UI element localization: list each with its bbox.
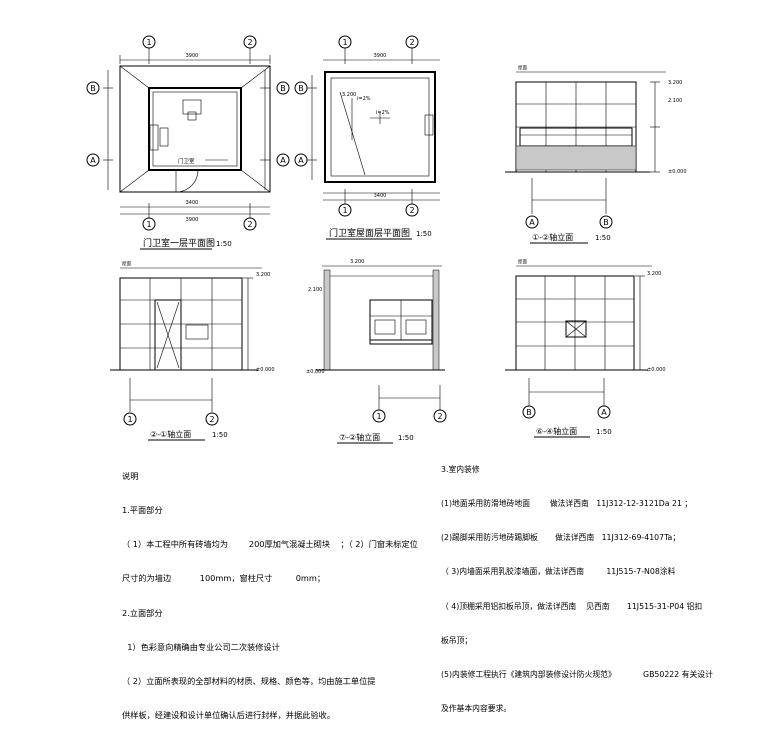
svg-text:3900: 3900 xyxy=(186,217,199,223)
svg-text:3.200: 3.200 xyxy=(256,272,270,278)
note-line: (2)踢脚采用防污地砖踢脚板 做法详西南 11J312-69-4107Ta； xyxy=(441,533,681,543)
elev4-title: ⑥-④轴立面 xyxy=(536,426,577,436)
svg-text:1: 1 xyxy=(376,412,381,421)
svg-text:屋面: 屋面 xyxy=(518,65,527,71)
room-label: 门卫室 xyxy=(178,157,195,165)
first-floor-plan: 1 2 1 2 B A B A 门卫室 3900 3400 xyxy=(86,35,290,250)
note-line: （ 3)内墙面采用乳胶漆墙面，做法详西南 11J515-7-N08涂料 xyxy=(441,567,676,577)
svg-text:屋面: 屋面 xyxy=(518,259,527,265)
axis-bubble-1-roof-top: 1 xyxy=(342,38,347,47)
note-line: 1）色彩意向精确由专业公司二次装修设计 xyxy=(122,641,280,652)
notes-heading: 3.室内装修 xyxy=(441,464,480,474)
svg-text:3900: 3900 xyxy=(186,53,199,59)
axis-bubble-2-roof-top: 2 xyxy=(409,38,414,47)
elevation-4: 屋面 3.200 ±0.000 B A ⑥-④轴立面 1:50 xyxy=(505,259,666,438)
svg-text:屋面: 屋面 xyxy=(122,261,131,267)
svg-text:A: A xyxy=(529,218,535,227)
svg-text:i=2%: i=2% xyxy=(376,110,390,116)
plan2-scale: 1:50 xyxy=(416,230,432,238)
svg-text:2: 2 xyxy=(209,415,214,424)
svg-text:±0.000: ±0.000 xyxy=(256,367,275,373)
svg-text:3400: 3400 xyxy=(374,193,387,199)
drawing-sheet: 1 2 1 2 B A B A 门卫室 3900 3400 xyxy=(86,35,687,444)
svg-text:±0.000: ±0.000 xyxy=(306,369,325,375)
svg-text:3400: 3400 xyxy=(186,200,199,206)
svg-text:±0.000: ±0.000 xyxy=(647,367,666,373)
elev4-scale: 1:50 xyxy=(596,428,612,436)
axis-bubble-A-left: A xyxy=(90,156,96,165)
elev3-scale: 1:50 xyxy=(398,434,414,442)
note-line: （ 4)顶棚采用铝扣板吊顶，做法详西南 见西南 11J515-31-P04 铝扣 xyxy=(441,601,703,611)
elevation-2: 屋面 3.200 ±0.000 1 2 ②-①轴立面 1:50 xyxy=(110,261,275,441)
note-line: 及作基本内容要求。 xyxy=(441,704,512,714)
svg-text:A: A xyxy=(601,408,607,417)
note-line: （ 1）本工程中所有砖墙均为 200厚加气混凝土砌块 ；（ 2）门窗未标定位 xyxy=(122,539,418,550)
note-line: (5)内装修工程执行《建筑内部装修设计防火规范》 GB50222 有关设计 xyxy=(441,670,713,680)
note-line: 尺寸的为墙边 100mm，窗柱尺寸 0mm； xyxy=(122,573,326,584)
svg-text:3.200: 3.200 xyxy=(647,271,661,277)
axis-bubble-1-roof-bottom: 1 xyxy=(342,206,347,215)
note-line: 板吊顶； xyxy=(441,635,473,645)
svg-text:3.200: 3.200 xyxy=(668,80,682,86)
axis-bubble-A-right: A xyxy=(280,156,286,165)
elev2-scale: 1:50 xyxy=(212,431,228,439)
elev1-title: ①-②轴立面 xyxy=(532,232,573,242)
svg-text:i=2%: i=2% xyxy=(357,96,371,102)
elevation-1: 屋面 3.200 2.100 ±0.000 A B ①-②轴立面 1:50 xyxy=(505,65,687,244)
note-line: （ 2）立面所表现的全部材料的材质、规格、颜色等，均由施工单位提 xyxy=(122,676,376,687)
svg-text:B: B xyxy=(603,218,609,227)
axis-bubble-B-roof: B xyxy=(298,84,304,93)
elev3-title: ⑦-②轴立面 xyxy=(339,432,380,442)
elev2-title: ②-①轴立面 xyxy=(150,429,191,439)
note-line: 1.平面部分 xyxy=(122,505,163,516)
axis-bubble-B-right: B xyxy=(280,84,286,93)
axis-bubble-A-roof: A xyxy=(298,156,304,165)
axis-bubble-2-bottom: 2 xyxy=(247,220,252,229)
general-notes: 说明 1.平面部分 （ 1）本工程中所有砖墙均为 200厚加气混凝土砌块 ；（ … xyxy=(122,448,418,733)
plan2-title: 门卫室屋面层平面图 xyxy=(329,227,410,239)
svg-text:1: 1 xyxy=(127,415,132,424)
axis-bubble-2-top: 2 xyxy=(247,38,252,47)
svg-text:3900: 3900 xyxy=(374,53,387,59)
axis-bubble-2-roof-bottom: 2 xyxy=(409,206,414,215)
axis-bubble-1-bottom: 1 xyxy=(146,220,151,229)
plan1-scale: 1:50 xyxy=(216,240,232,248)
svg-text:±0.000: ±0.000 xyxy=(668,169,687,175)
svg-text:2: 2 xyxy=(437,412,442,421)
axis-bubble-1-top: 1 xyxy=(146,38,151,47)
axis-bubble-B-left: B xyxy=(90,84,96,93)
note-line: 2.立面部分 xyxy=(122,607,163,618)
elev1-scale: 1:50 xyxy=(595,234,611,242)
elevation-3: 2.100 ±0.000 3.200 1 2 ⑦-②轴立面 1:50 xyxy=(306,259,447,444)
svg-text:3.200: 3.200 xyxy=(342,92,356,98)
interior-finish-notes: 3.室内装修 (1)地面采用防滑地砖地面 做法详西南 11J312-12-312… xyxy=(441,441,713,726)
svg-text:3.200: 3.200 xyxy=(350,259,364,265)
notes-heading: 说明 xyxy=(122,470,139,481)
note-line: (1)地面采用防滑地砖地面 做法详西南 11J312-12-3121Da 21 … xyxy=(441,499,693,509)
roof-plan: 1 2 1 2 B A 3.200 i=2% i=2% 3900 3400 门卫… xyxy=(294,35,440,240)
svg-text:2.100: 2.100 xyxy=(668,98,682,104)
note-line: 供样板，经建设和设计单位确认后进行封样，并据此验收。 xyxy=(122,710,335,721)
svg-text:2.100: 2.100 xyxy=(308,287,322,293)
svg-text:B: B xyxy=(526,408,532,417)
plan1-title: 门卫室一层平面图 xyxy=(143,237,215,249)
